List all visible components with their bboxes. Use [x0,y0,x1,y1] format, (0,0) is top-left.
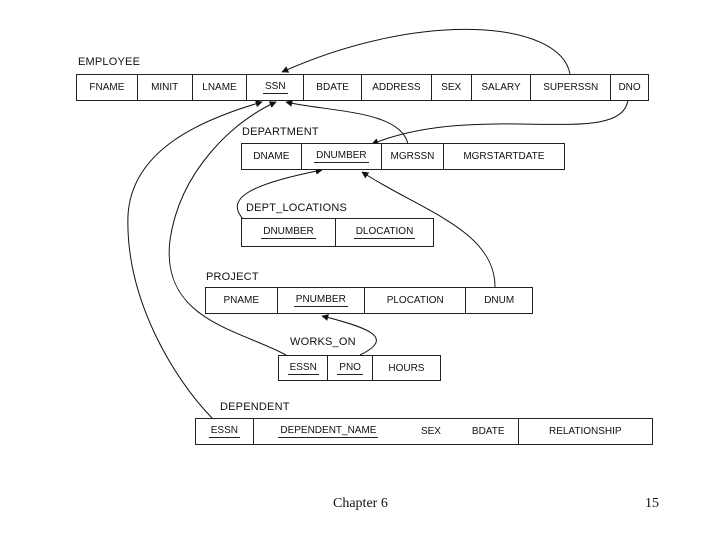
works-on-attr-essn: ESSN [279,356,329,380]
project-attr-pname: PNAME [206,288,278,313]
works-on-table-name: WORKS_ON [290,336,356,348]
dept-locations-relation: DNUMBER DLOCATION [241,218,434,247]
employee-attr-fname: FNAME [77,75,138,100]
project-attr-dnum: DNUM [484,295,515,306]
dependent-attr-sex: SEX [420,426,441,437]
dependent-attr-relationship: RELATIONSHIP [548,426,622,437]
works-on-relation: ESSN PNO HOURS [278,355,441,381]
works-on-attr-hours: HOURS [388,362,425,374]
arrow-essn-works-to-ssn [168,101,287,356]
dependent-relation: ESSN DEPENDENT_NAME SEX BDATE RELATIONSH… [195,418,653,445]
arrow-dno-to-dnumber [371,99,629,145]
employee-attr-address: ADDRESS [362,75,432,100]
department-attr-dname: DNAME [242,144,302,169]
employee-attr-ssn: SSN [247,75,305,100]
employee-attr-minit: MINIT [138,75,193,100]
dependent-table-name: DEPENDENT [220,401,290,413]
department-attr-dnumber: DNUMBER [302,144,383,169]
project-table-name: PROJECT [206,271,259,283]
employee-attr-lname: LNAME [193,75,248,100]
project-attr-pnumber: PNUMBER [278,288,366,313]
chapter-label: Chapter 6 [333,496,388,511]
employee-attr-superssn: SUPERSSN [531,75,612,100]
employee-relation: FNAME MINIT LNAME SSN BDATE ADDRESS SEX … [76,74,649,101]
page-number: 15 [645,496,659,511]
employee-attr-sex: SEX [432,75,472,100]
arrow-deptloc-to-dnumber [236,167,323,221]
project-attr-plocation: PLOCATION [365,288,467,313]
department-attr-mgrssn: MGRSSN [382,144,444,169]
dependent-attr-bdate: BDATE [459,419,519,444]
employee-attr-salary: SALARY [472,75,532,100]
dept-locations-attr-dnumber: DNUMBER [242,219,337,246]
arrow-mgrssn-to-ssn [285,99,409,145]
department-table-name: DEPARTMENT [242,126,319,138]
dependent-attr-essn: ESSN [196,419,254,444]
arrow-superssn-to-ssn [281,28,571,75]
arrow-essn-dependent-to-ssn [127,100,263,419]
dept-locations-attr-dlocation: DLOCATION [353,226,416,239]
department-relation: DNAME DNUMBER MGRSSN MGRSTARTDATE [241,143,565,170]
works-on-attr-pno: PNO [328,356,373,380]
project-relation: PNAME PNUMBER PLOCATION DNUM [205,287,533,314]
arrow-pno-to-pnumber [321,314,377,356]
employee-attr-bdate: BDATE [304,75,362,100]
department-attr-mgrstartdate: MGRSTARTDATE [463,151,545,162]
dept-locations-table-name: DEPT_LOCATIONS [246,202,348,214]
dependent-attr-dependent-name: DEPENDENT_NAME [278,425,379,438]
arrow-dnum-to-dnumber [361,171,496,288]
employee-attr-dno: DNO [618,82,641,93]
employee-table-name: EMPLOYEE [78,56,141,68]
